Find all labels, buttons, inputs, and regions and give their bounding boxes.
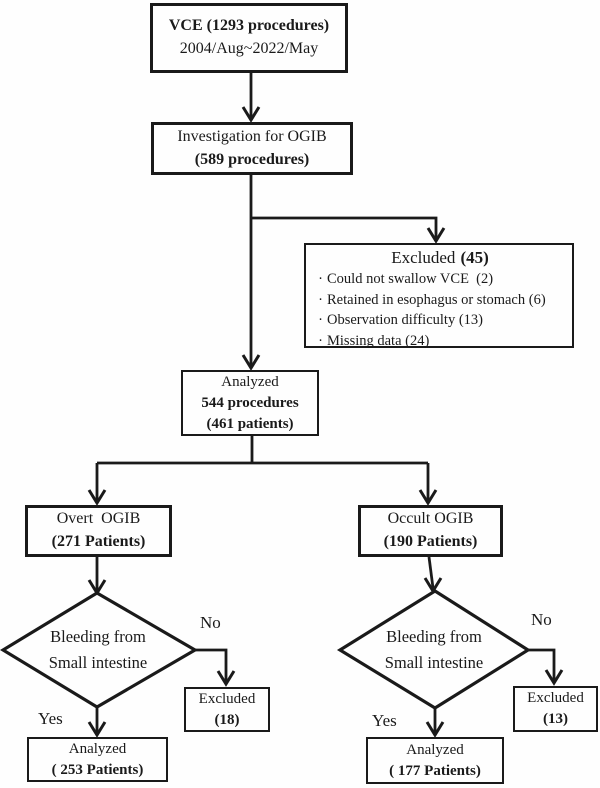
excluded-item-text: Could not swallow VCE (2) xyxy=(327,271,494,287)
excluded-item-text: Retained in esophagus or stomach (6) xyxy=(327,291,546,308)
box-analyzed-left: Analyzed ( 253 Patients) xyxy=(27,737,168,782)
excluded-main-title-text: Excluded xyxy=(391,248,456,267)
arrowhead-icon xyxy=(87,721,107,738)
arrowhead-icon xyxy=(544,669,564,686)
bullet-icon: · xyxy=(318,312,323,328)
occult-line2: (190 Patients) xyxy=(383,533,478,550)
vce-daterange: 2004/Aug~2022/May xyxy=(179,40,319,57)
box-analyzed-right: Analyzed ( 177 Patients) xyxy=(366,737,504,784)
investigation-line2: (589 procedures) xyxy=(194,150,310,168)
box-excluded-left: Excluded (18) xyxy=(184,687,270,732)
line-no-left xyxy=(195,648,228,681)
box-vce: VCE (1293 procedures) 2004/Aug~2022/May xyxy=(150,3,348,73)
analyzed-right-line2: ( 177 Patients) xyxy=(389,762,481,779)
box-excluded-main: Excluded(45) · Could not swallow VCE (2)… xyxy=(304,243,574,351)
overt-line1: Overt OGIB xyxy=(56,510,141,528)
label-no-right: No xyxy=(531,610,552,629)
excluded-main-list: · Could not swallow VCE (2) · Retained i… xyxy=(314,269,566,351)
decision-left-line2: Small intestine xyxy=(48,653,148,672)
excluded-main-count: (45) xyxy=(460,248,489,267)
decision-left-line1: Bleeding from xyxy=(50,626,146,646)
occult-line1: Occult OGIB xyxy=(387,510,474,528)
analyzed-main-line1: Analyzed xyxy=(221,373,279,390)
box-analyzed-main: Analyzed 544 procedures (461 patients) xyxy=(181,370,319,436)
label-yes-right: Yes xyxy=(372,711,397,730)
vce-title: VCE (1293 procedures) xyxy=(168,17,330,35)
arrowhead-icon xyxy=(241,106,261,123)
box-overt-ogib: Overt OGIB (271 Patients) xyxy=(25,505,172,557)
arrowhead-icon xyxy=(216,670,236,687)
list-item: · Retained in esophagus or stomach (6) xyxy=(314,290,566,311)
analyzed-left-line2: ( 253 Patients) xyxy=(51,761,144,778)
excluded-item-text: Missing data (24) xyxy=(327,332,430,349)
excluded-right-line2: (13) xyxy=(543,711,568,727)
arrowhead-icon xyxy=(87,489,107,506)
line-branch-excluded xyxy=(251,216,438,239)
arrowhead-icon xyxy=(426,227,446,244)
decision-right-line2: Small intestine xyxy=(384,653,484,672)
excluded-main-title: Excluded(45) xyxy=(314,247,566,269)
excluded-item-text: Observation difficulty (13) xyxy=(327,312,483,328)
box-investigation: Investigation for OGIB (589 procedures) xyxy=(151,122,353,175)
list-item: · Could not swallow VCE (2) xyxy=(314,269,566,290)
label-no-left: No xyxy=(200,613,221,632)
label-yes-left: Yes xyxy=(38,709,63,728)
bullet-icon: · xyxy=(318,271,323,287)
analyzed-main-line3: (461 patients) xyxy=(206,415,294,432)
decision-left-text: Bleeding from Small intestine xyxy=(24,622,172,678)
box-excluded-right: Excluded (13) xyxy=(513,686,598,732)
arrow-occult-to-decision xyxy=(427,556,435,589)
list-item: · Observation difficulty (13) xyxy=(314,310,566,331)
overt-line2: (271 Patients) xyxy=(51,533,146,550)
excluded-right-line1: Excluded xyxy=(527,690,584,706)
analyzed-main-line2: 544 procedures xyxy=(201,394,299,411)
bullet-icon: · xyxy=(318,291,323,308)
decision-right-text: Bleeding from Small intestine xyxy=(360,622,508,678)
analyzed-left-line1: Analyzed xyxy=(68,740,127,757)
arrowhead-icon xyxy=(241,354,261,371)
box-occult-ogib: Occult OGIB (190 Patients) xyxy=(358,505,503,557)
bullet-icon: · xyxy=(318,332,323,349)
arrowhead-icon xyxy=(425,721,445,738)
list-item: · Missing data (24) xyxy=(314,331,566,352)
line-no-right xyxy=(528,648,556,680)
arrowhead-icon xyxy=(418,489,438,506)
investigation-line1: Investigation for OGIB xyxy=(177,127,327,145)
analyzed-right-line1: Analyzed xyxy=(406,741,464,758)
excluded-left-line1: Excluded xyxy=(198,690,256,707)
decision-right-line1: Bleeding from xyxy=(386,626,482,646)
excluded-left-line2: (18) xyxy=(214,711,240,728)
